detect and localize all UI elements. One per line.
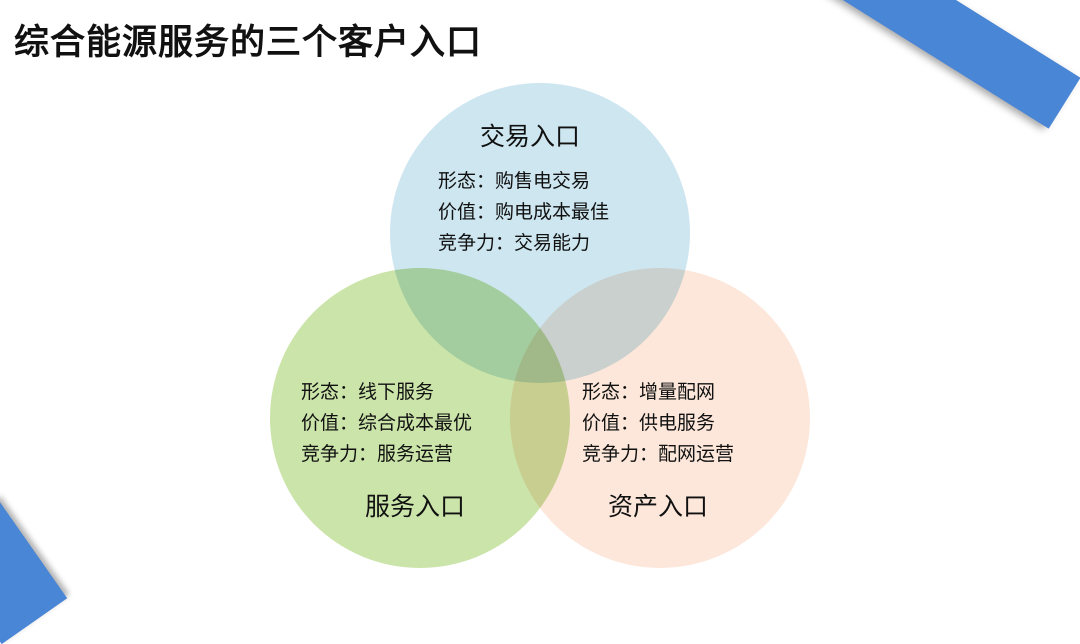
trade-competence: 竞争力：交易能力 [438,232,591,254]
trade-entry-label: 交易入口 [480,122,581,151]
asset-entry-details: 形态：增量配网 价值：供电服务 竞争力：配网运营 [582,377,734,470]
service-value: 价值：综合成本最优 [301,412,473,434]
trade-value: 价值：购电成本最佳 [438,201,610,223]
page-title: 综合能源服务的三个客户入口 [14,23,483,63]
decorative-corner-bottom-left [0,499,68,644]
trade-form: 形态：购售电交易 [438,170,591,192]
asset-form: 形态：增量配网 [582,381,716,403]
asset-entry-label: 资产入口 [608,492,709,521]
service-form: 形态：线下服务 [301,381,435,403]
service-entry-label: 服务入口 [365,492,466,521]
service-entry-details: 形态：线下服务 价值：综合成本最优 竞争力：服务运营 [301,377,472,470]
decorative-corner-top-right [828,0,1080,129]
asset-entry-circle [510,268,810,568]
asset-competence: 竞争力：配网运营 [582,443,735,465]
asset-value: 价值：供电服务 [582,412,716,434]
service-competence: 竞争力：服务运营 [301,443,454,465]
trade-entry-details: 形态：购售电交易 价值：购电成本最佳 竞争力：交易能力 [438,166,609,259]
